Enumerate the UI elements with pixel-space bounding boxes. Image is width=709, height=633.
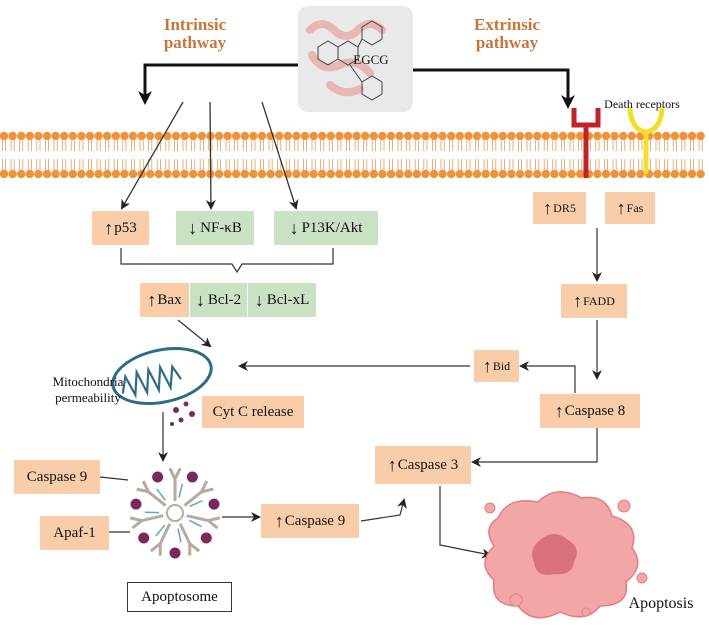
node-apaf1: Apaf-1 xyxy=(40,516,109,550)
node-caspase8: Caspase 8 xyxy=(540,394,640,428)
node-bcl2: Bcl-2 xyxy=(190,283,247,317)
egcg-molecule xyxy=(298,6,413,112)
node-fadd: FADD xyxy=(561,284,627,318)
bracket xyxy=(120,248,334,274)
node-p53: p53 xyxy=(92,211,149,245)
death-receptors-label: Death receptors xyxy=(604,97,680,111)
node-caspase9-left: Caspase 9 xyxy=(14,460,100,494)
node-caspase3: Caspase 3 xyxy=(375,446,471,484)
intrinsic-branches xyxy=(121,101,299,210)
intrinsic-arrow xyxy=(138,63,298,105)
node-pi3k-akt: P13K/Akt xyxy=(274,211,378,245)
node-bid: Bid xyxy=(474,350,519,382)
node-caspase9-right: Caspase 9 xyxy=(261,504,359,538)
mitochondria xyxy=(111,347,213,405)
node-bax: Bax xyxy=(140,283,189,317)
node-fas: Fas xyxy=(605,192,655,224)
death-receptor-yellow xyxy=(627,107,665,175)
node-nfkb: NF-κB xyxy=(176,211,254,245)
egcg-label: EGCG xyxy=(353,52,389,67)
apoptosome xyxy=(129,467,221,559)
cyt-c-dots xyxy=(170,401,195,426)
node-dr5: DR5 xyxy=(533,192,586,224)
extrinsic-arrow xyxy=(413,68,575,109)
apoptosome-label: Apoptosome xyxy=(127,582,232,612)
apoptosis-label: Apoptosis xyxy=(628,595,694,612)
node-bclxl: Bcl-xL xyxy=(248,283,316,317)
extrinsic-arrows xyxy=(99,228,602,559)
cell-membrane xyxy=(0,131,705,179)
node-cytc: Cyt C release xyxy=(202,396,304,428)
death-receptor-red xyxy=(571,108,601,178)
apoptotic-cell xyxy=(484,491,648,619)
